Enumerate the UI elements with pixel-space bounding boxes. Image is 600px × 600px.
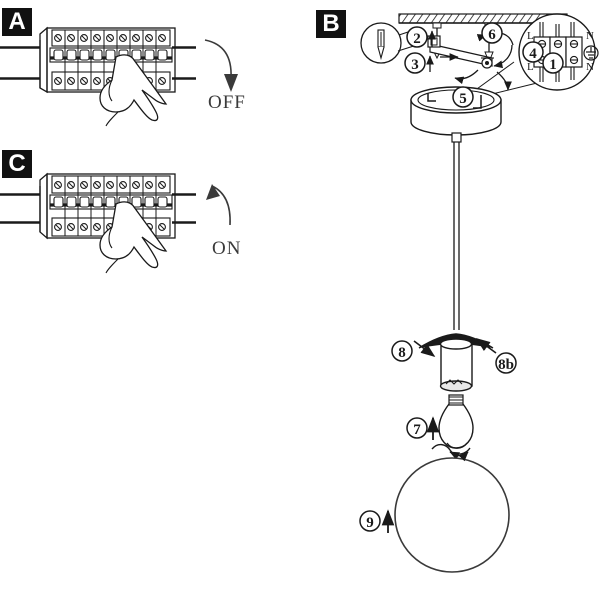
breaker-terminal-screws-top [54,34,166,42]
pointing-hand-a [99,54,168,127]
light-bulb [438,394,474,449]
svg-text:9: 9 [366,515,374,531]
callout-8-right: 8b [495,352,517,374]
pendant-cord [453,142,460,330]
svg-text:5: 5 [459,91,467,107]
callout-1: 1 [542,52,564,74]
callout-markers: 1 2 3 4 5 6 7 8 8b 9 [359,22,564,532]
action-word-on: ON [212,238,242,259]
svg-text:2: 2 [413,31,421,47]
breaker-panel-a [0,26,196,94]
callout-8-left: 8 [391,340,413,362]
action-word-off: OFF [208,92,246,113]
callout-6: 6 [481,22,503,44]
globe-rotation-arrow [431,443,469,462]
terminal-label-L-bottom: L [527,61,534,73]
panel-label-c: C [2,150,32,178]
svg-text:8b: 8b [498,357,514,373]
callout-9: 9 [359,510,381,532]
breaker-toggles-c[interactable] [53,196,168,208]
svg-text:6: 6 [488,27,496,43]
svg-text:8: 8 [398,345,406,361]
callout-4: 4 [522,41,544,63]
svg-text:4: 4 [529,46,537,62]
panel-label-a: A [2,8,32,36]
callout-2: 2 [406,26,428,48]
ground-symbol [583,45,599,61]
pointing-hand-c [99,201,168,274]
callout-8-arrows [413,338,497,357]
svg-text:7: 7 [413,422,421,438]
arrow-off [204,39,238,92]
globe-shade [394,457,510,573]
callout-3: 3 [404,52,426,74]
ceiling-rose-canopy [410,86,502,143]
terminal-block-detail: L N L N [518,13,599,91]
terminal-label-N-top: N [586,30,594,42]
callout-5: 5 [452,86,474,108]
terminal-label-L-top: L [527,30,534,42]
lamp-holder [439,338,473,392]
arrow-on [206,184,231,226]
panel-label-b: B [316,10,346,38]
terminal-label-N-bottom: N [586,61,594,73]
breaker-toggles-a[interactable] [53,49,168,61]
svg-text:3: 3 [411,57,419,73]
callout-7: 7 [406,417,428,439]
breaker-panel-c [0,172,196,240]
breaker-terminal-screws-top-c [54,181,166,189]
svg-text:1: 1 [549,57,557,73]
